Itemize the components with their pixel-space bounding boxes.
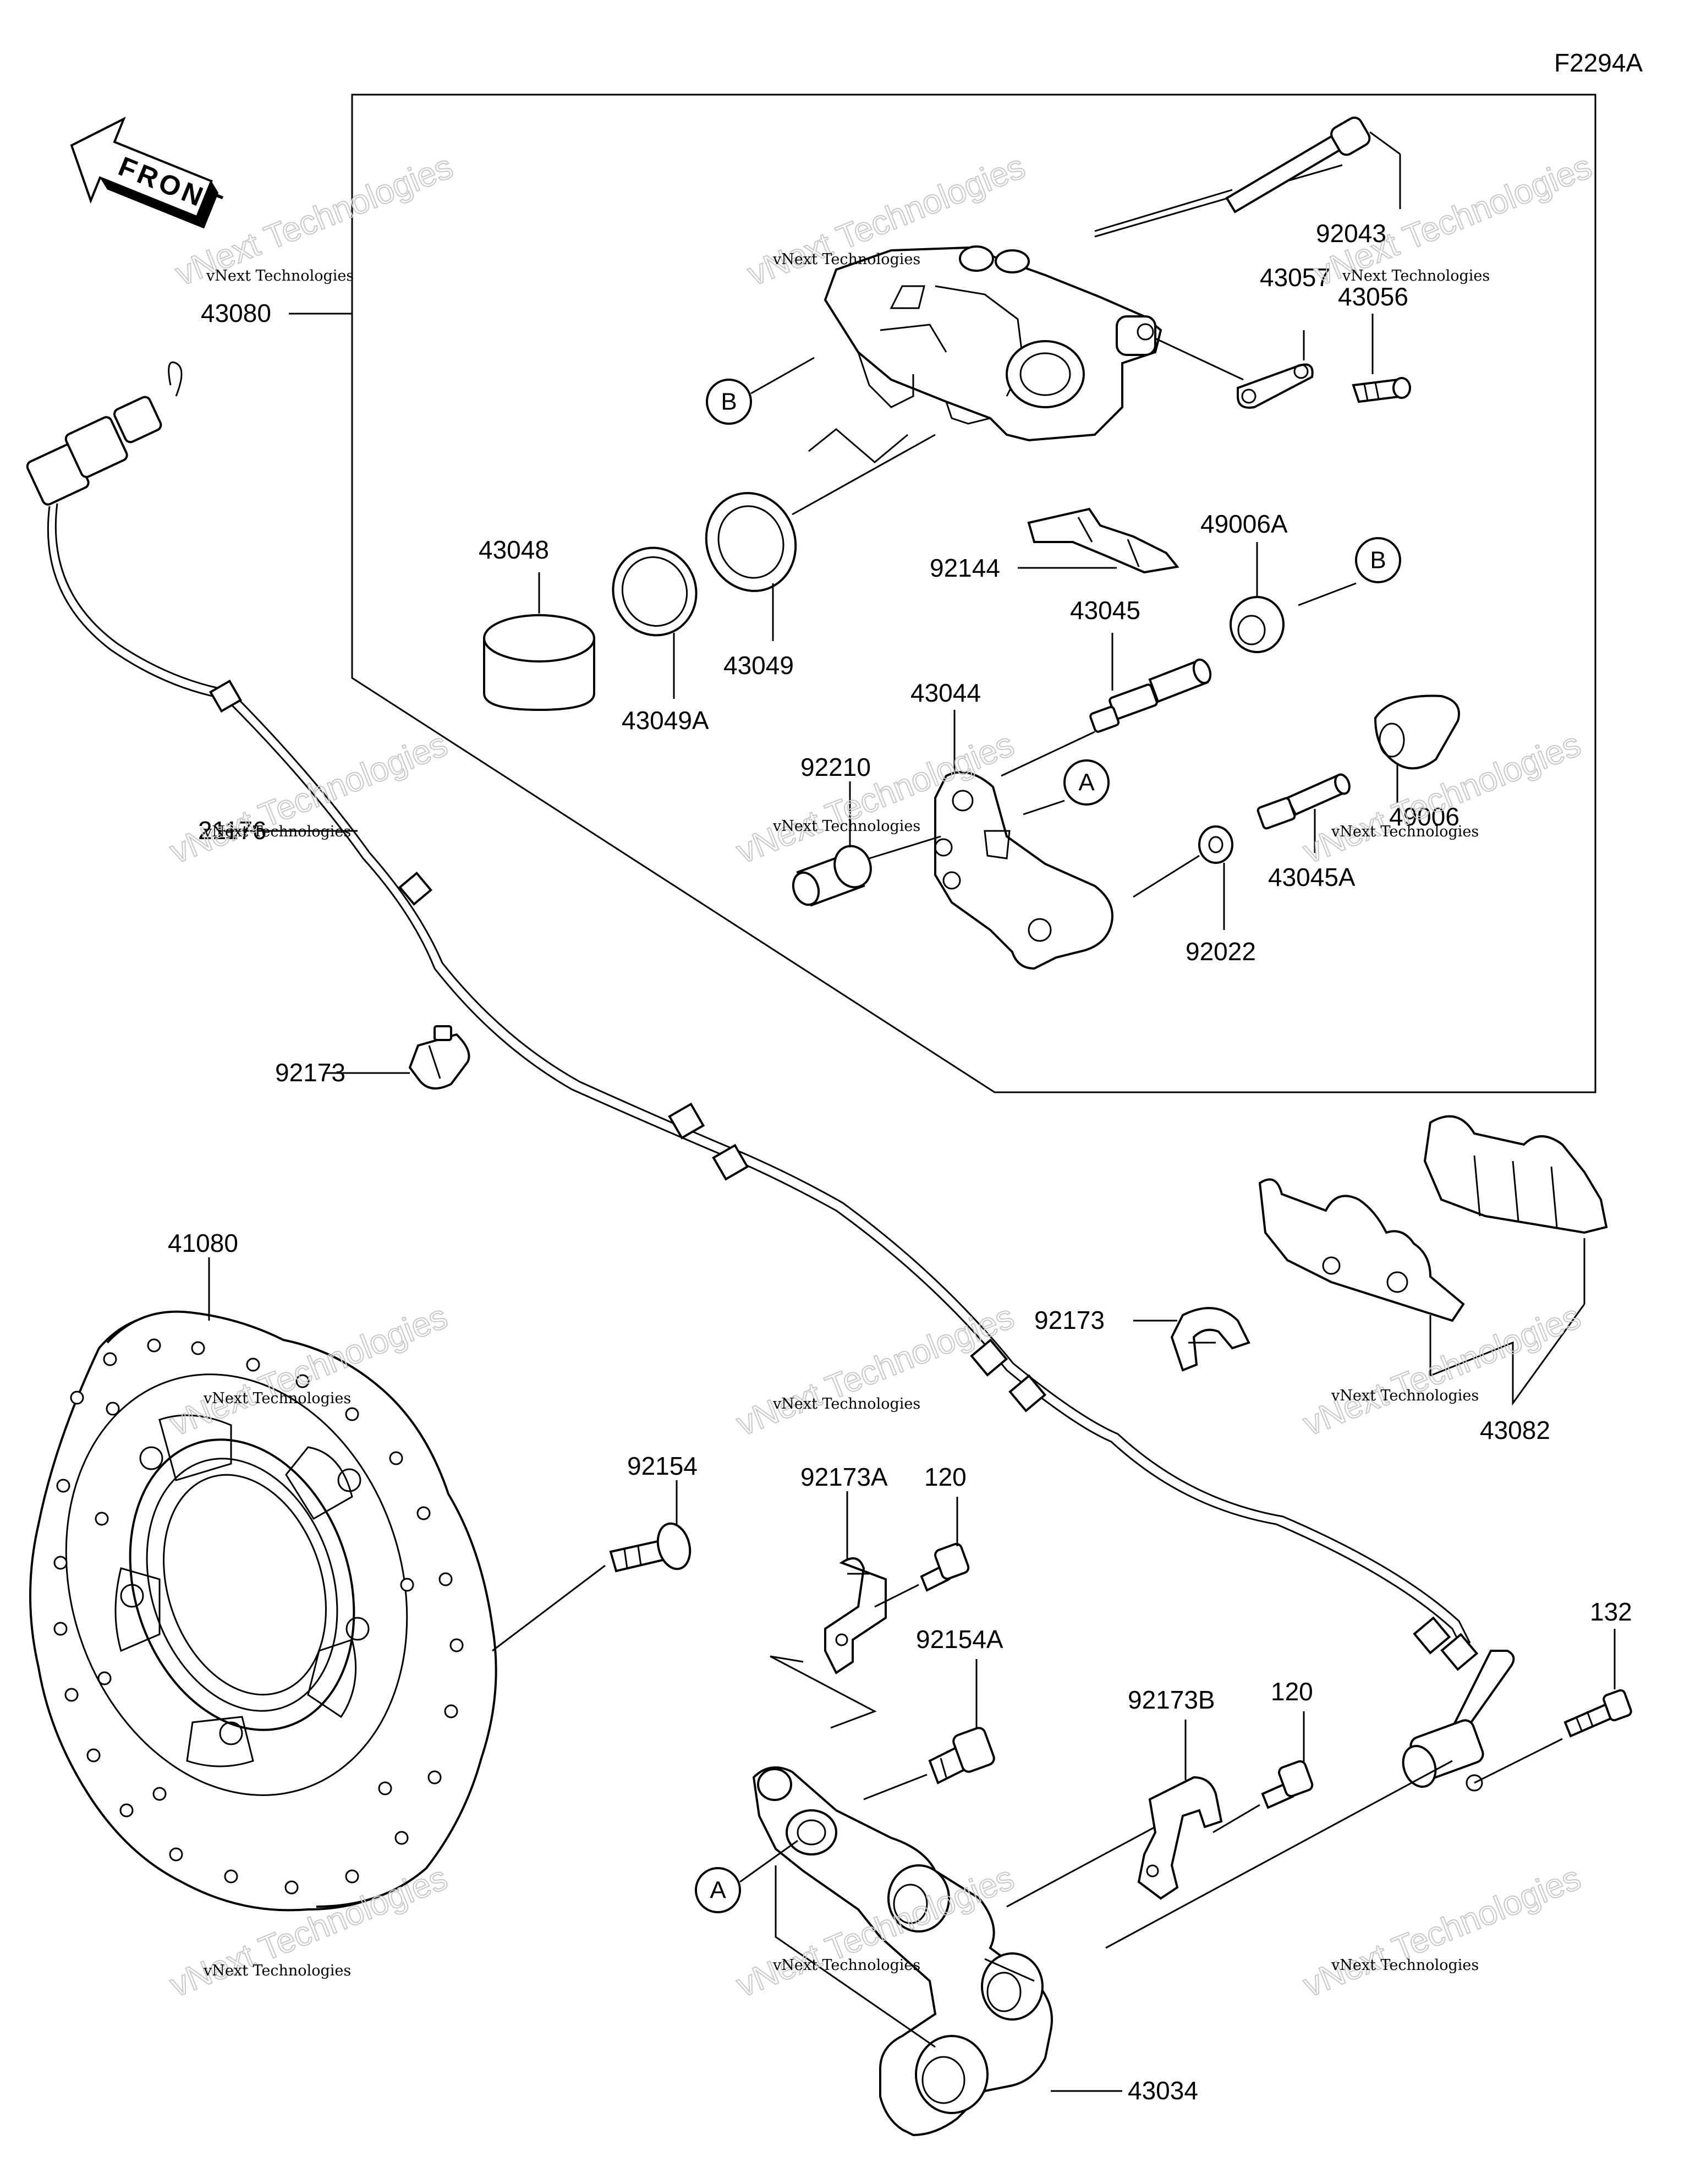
- label-43082: 43082: [1480, 1416, 1550, 1444]
- piston-leader: [808, 428, 908, 463]
- brake-pads-43082: [1258, 1115, 1608, 1406]
- label-43045a: 43045A: [1268, 863, 1356, 891]
- label-120-top: 120: [924, 1463, 967, 1491]
- diagram-code: F2294A: [1554, 48, 1643, 77]
- caliper-body: [824, 245, 1162, 442]
- label-49006a: 49006A: [1200, 510, 1288, 538]
- sleeve-92210: [792, 781, 941, 907]
- label-120-bottom: 120: [1271, 1677, 1313, 1706]
- label-92173b: 92173B: [1128, 1685, 1215, 1714]
- piston-43048: [483, 572, 595, 711]
- ref-circle-a-top: [1063, 759, 1110, 806]
- label-92043: 92043: [1316, 219, 1386, 248]
- watermark-small-8: vNext Technologies: [772, 1395, 920, 1413]
- leader-b-top: [750, 357, 815, 395]
- washer-92022: [1133, 825, 1233, 930]
- label-43049a: 43049A: [622, 706, 709, 735]
- watermark-big-4: vNext Technologies: [164, 725, 452, 871]
- label-43080: 43080: [201, 299, 271, 327]
- label-43057: 43057: [1260, 263, 1330, 292]
- leader-a-bottom: [739, 1840, 798, 1883]
- boot-43049: [705, 492, 797, 641]
- label-92173-mid: 92173: [1034, 1306, 1105, 1334]
- watermark-small-4: vNext Technologies: [203, 823, 351, 840]
- bracket-43057: [1155, 330, 1314, 409]
- seal-43049a: [612, 546, 698, 699]
- bolt-92154a: [863, 1659, 995, 1800]
- label-41080: 41080: [168, 1229, 238, 1257]
- watermark-small-2: vNext Technologies: [772, 251, 920, 268]
- label-43048: 43048: [479, 535, 549, 564]
- front-arrow-icon: FRONT: [70, 117, 229, 229]
- bolt-120-bottom: [1212, 1711, 1314, 1833]
- bracket-92173b: [1137, 1720, 1223, 1900]
- label-92022: 92022: [1186, 937, 1256, 966]
- slide-pin-43045: [1001, 633, 1212, 777]
- caliper-assembly-frame: [351, 94, 1596, 1093]
- label-92210: 92210: [800, 753, 871, 781]
- label-92173-top: 92173: [275, 1058, 345, 1087]
- label-43045: 43045: [1070, 596, 1140, 625]
- watermark-small-10: vNext Technologies: [203, 1962, 351, 1979]
- watermark-big-12: vNext Technologies: [1298, 1859, 1585, 2005]
- watermark-small-6: vNext Technologies: [1331, 823, 1479, 840]
- ref-circle-a-bottom: [695, 1867, 741, 1913]
- spring-92144: [1018, 507, 1179, 574]
- bleeder-43056: [1352, 314, 1411, 403]
- label-92173a: 92173A: [800, 1463, 888, 1491]
- boot-49006: [1374, 694, 1460, 803]
- ref-b-right: B: [1370, 547, 1386, 574]
- watermark-small-9: vNext Technologies: [1331, 1387, 1479, 1404]
- watermark-big-8: vNext Technologies: [731, 1298, 1019, 1443]
- watermark-small-1: vNext Technologies: [206, 267, 354, 284]
- bolt-120-top: [874, 1497, 970, 1608]
- label-92154a: 92154A: [916, 1625, 1003, 1654]
- label-92154: 92154: [627, 1452, 698, 1480]
- clamp-92173-top: [325, 1025, 470, 1090]
- label-43049: 43049: [723, 651, 794, 680]
- watermark-small-11: vNext Technologies: [772, 1957, 920, 1974]
- label-92144: 92144: [930, 554, 1000, 582]
- label-43034: 43034: [1128, 2076, 1198, 2105]
- seal-leader: [792, 434, 936, 516]
- watermark-small-3: vNext Technologies: [1342, 267, 1490, 284]
- watermark-small-5: vNext Technologies: [772, 818, 920, 835]
- bolt-92154: [492, 1480, 692, 1652]
- torque-link-43034: [752, 1760, 1453, 2137]
- watermark-small-7: vNext Technologies: [203, 1390, 351, 1407]
- ref-circle-b-top: [706, 379, 752, 425]
- label-43056: 43056: [1338, 282, 1408, 311]
- label-43044: 43044: [910, 678, 981, 707]
- ref-a-bottom: A: [710, 1877, 726, 1904]
- bolt-132: [1474, 1629, 1632, 1784]
- pin-43045a: [1256, 773, 1351, 853]
- label-21176: 21176: [198, 816, 267, 845]
- label-132: 132: [1590, 1597, 1632, 1626]
- ref-a-top: A: [1078, 769, 1095, 796]
- brake-disc-41080: [29, 1257, 497, 1912]
- boot-49006a: [1230, 542, 1357, 653]
- clamp-92173-mid: [1133, 1307, 1250, 1372]
- abs-sensor-cable-21176: [26, 361, 1515, 1792]
- pin-92043: [1094, 116, 1401, 238]
- watermark-small-12: vNext Technologies: [1331, 1957, 1479, 1974]
- bracket-43044: [934, 710, 1113, 970]
- ref-b-top: B: [721, 388, 737, 415]
- bracket-92173a: [770, 1491, 887, 1729]
- ref-circle-b-right: [1355, 537, 1401, 583]
- label-49006: 49006: [1389, 802, 1459, 831]
